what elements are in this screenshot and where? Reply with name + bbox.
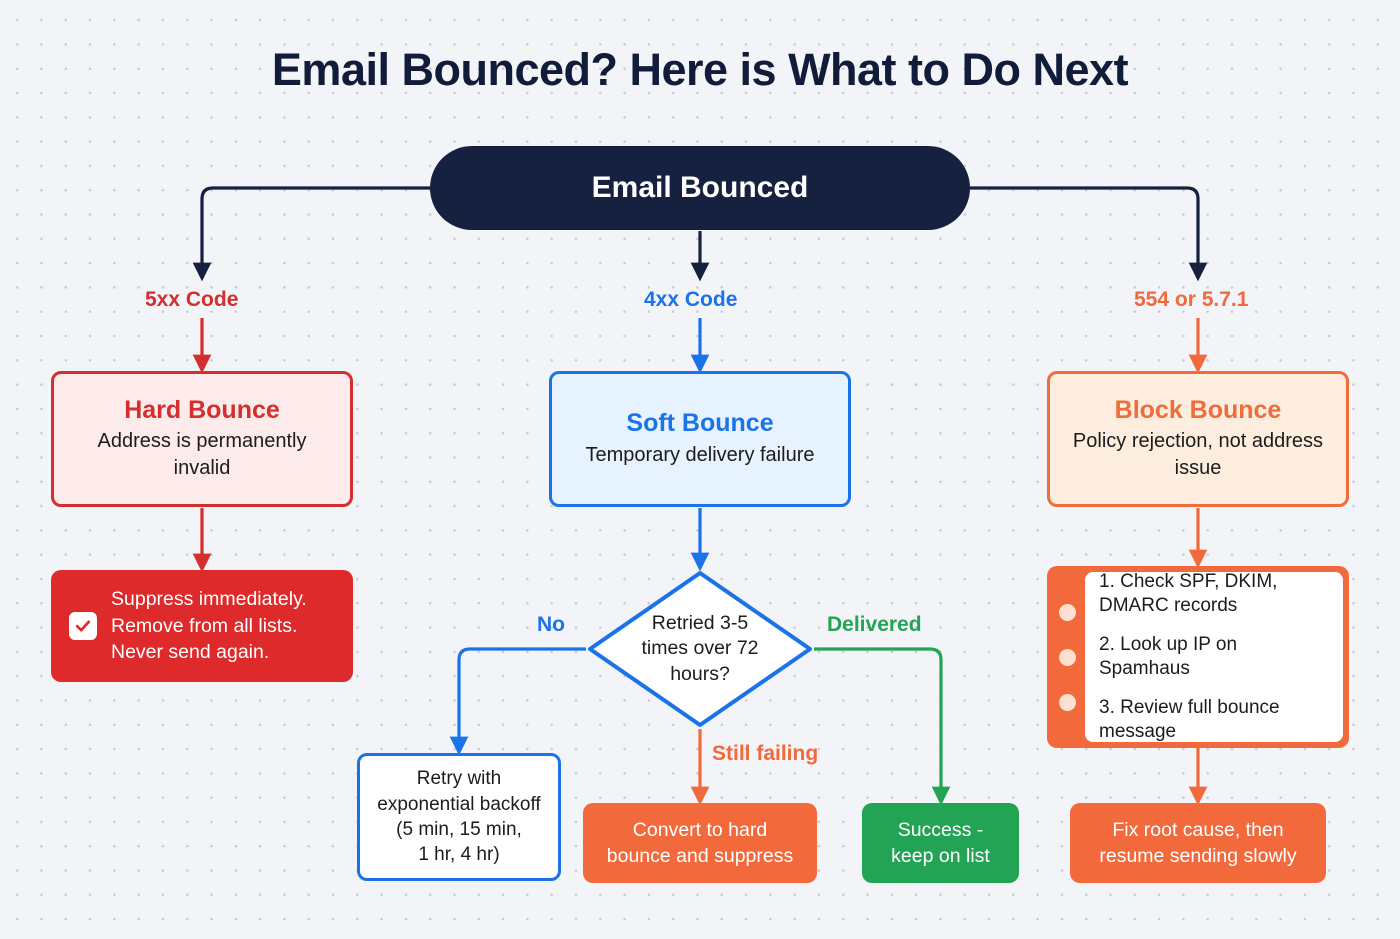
checklist-panel: 1. Check SPF, DKIM, DMARC records 2. Loo… [1085,571,1343,742]
checklist-rail [1047,566,1085,748]
decision-line-2: times over 72 [641,637,759,660]
soft-bounce-description: Temporary delivery failure [585,443,815,466]
node-block-bounce-checklist[interactable]: 1. Check SPF, DKIM, DMARC records 2. Loo… [1047,566,1349,748]
node-retry-backoff[interactable]: Retry with exponential backoff (5 min, 1… [357,753,561,881]
block-bounce-description: Policy rejection, not address issue [1072,430,1324,479]
node-fix-root-cause[interactable]: Fix root cause, then resume sending slow… [1070,803,1326,883]
retry-line-3: (5 min, 15 min, [396,819,522,840]
node-success-keep-on-list[interactable]: Success - keep on list [862,803,1019,883]
checklist-bullet-icon [1058,693,1076,711]
checklist-bullet-icon [1058,603,1076,621]
decision-line-3: hours? [670,662,730,685]
retry-line-1: Retry with [416,768,502,790]
block-bounce-title: Block Bounce [1114,395,1282,424]
hard-bounce-description: Address is permanently invalid [97,430,307,479]
connector-diamond-no-to-retry [449,647,586,756]
edge-label-no: No [537,613,565,636]
connector-root-to-left [192,186,432,282]
checklist-bullet-icon [1058,648,1076,666]
retry-line-4: 1 hr, 4 hr) [418,844,500,866]
success-line-1: Success - [897,818,984,841]
suppress-line-3: Never send again. [111,641,270,664]
checklist-item: 3. Review full bounce message [1099,696,1280,742]
decision-label: Retried 3-5 times over 72 hours? [641,611,758,687]
diamond-shape [588,571,812,727]
node-email-bounced[interactable]: Email Bounced [430,146,970,230]
fix-line-2: resume sending slowly [1099,845,1297,867]
suppress-line-2: Remove from all lists. [111,614,298,637]
page-title: Email Bounced? Here is What to Do Next [271,44,1129,95]
convert-line-1: Convert to hard [632,818,768,841]
fix-line-1: Fix root cause, then [1112,818,1284,841]
edge-label-554-or-571: 554 or 5.7.1 [1134,288,1249,311]
soft-bounce-title: Soft Bounce [626,409,774,438]
edge-label-5xx-code: 5xx Code [145,288,239,311]
root-label: Email Bounced [591,171,809,204]
hard-bounce-title: Hard Bounce [124,395,280,424]
success-line-2: keep on list [891,845,990,867]
connector-root-to-right [968,186,1208,282]
suppress-text: Suppress immediately. Remove from all li… [111,586,307,667]
checklist-item: 1. Check SPF, DKIM, DMARC records [1099,571,1278,617]
retry-line-2: exponential backoff [377,793,541,815]
edge-label-still-failing: Still failing [712,742,819,765]
checklist-item: 2. Look up IP on Spamhaus [1099,634,1238,679]
connector-diamond-delivered-to-success [814,647,951,806]
node-hard-bounce[interactable]: Hard Bounce Address is permanently inval… [51,371,353,507]
node-soft-bounce[interactable]: Soft Bounce Temporary delivery failure [549,371,851,507]
decision-line-1: Retried 3-5 [651,611,749,634]
node-suppress-immediately[interactable]: Suppress immediately. Remove from all li… [51,570,353,682]
convert-line-2: bounce and suppress [606,845,794,867]
node-convert-to-hard-bounce[interactable]: Convert to hard bounce and suppress [583,803,817,883]
node-block-bounce[interactable]: Block Bounce Policy rejection, not addre… [1047,371,1349,507]
edge-label-4xx-code: 4xx Code [644,288,738,311]
edge-label-delivered: Delivered [827,613,922,636]
checkbox-checked-icon[interactable] [69,612,97,640]
suppress-line-1: Suppress immediately. [111,587,307,610]
node-decision-retried[interactable]: Retried 3-5 times over 72 hours? [586,569,814,729]
